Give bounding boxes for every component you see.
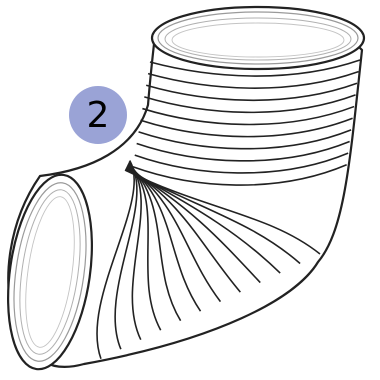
rib-line — [142, 105, 355, 126]
rib-line — [128, 161, 142, 341]
front-opening — [7, 173, 93, 371]
step-number-badge: 2 — [69, 86, 127, 144]
rib-line — [134, 152, 349, 174]
rib-line — [144, 94, 356, 114]
rib-line — [127, 162, 162, 331]
top-opening — [150, 5, 366, 71]
rib-line — [132, 164, 347, 186]
rib-line — [96, 160, 136, 360]
rib-line — [127, 164, 202, 312]
rib-line — [140, 117, 353, 138]
corrugation-ribs — [96, 59, 361, 360]
rib-line — [124, 169, 321, 255]
rib-line — [149, 59, 361, 77]
rib-line — [127, 163, 182, 322]
rib-line — [145, 82, 358, 102]
step-number: 2 — [86, 94, 110, 136]
rib-line — [114, 160, 138, 350]
rib-line — [147, 70, 359, 89]
rib-line — [138, 129, 352, 150]
rib-line — [136, 140, 350, 162]
